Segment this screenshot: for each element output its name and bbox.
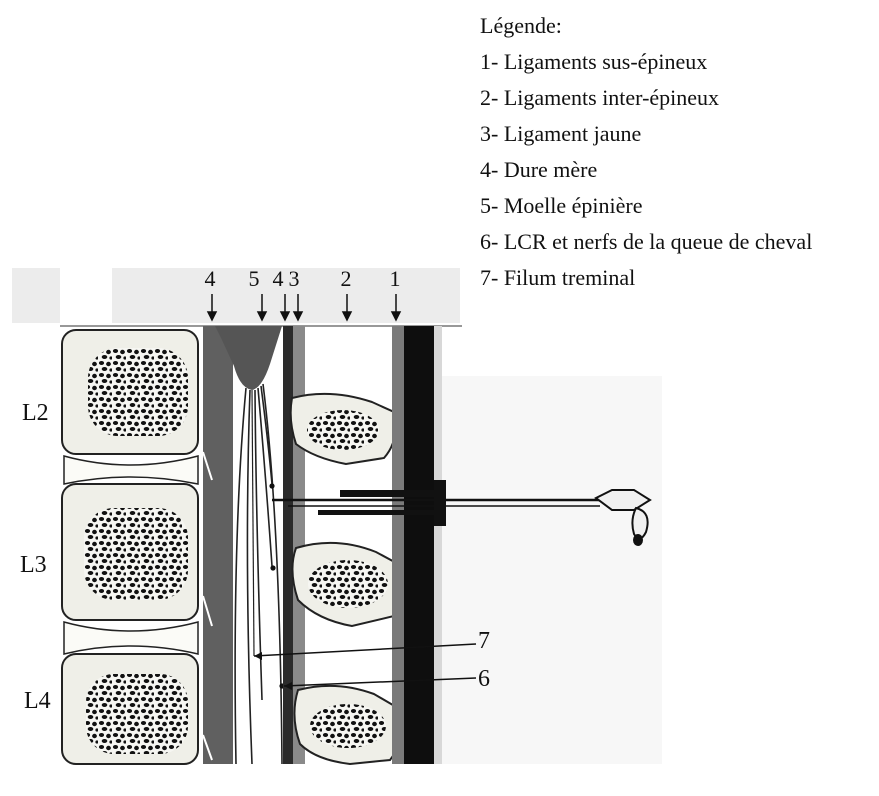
top-label-2: 2	[341, 266, 352, 291]
disc-l2-l3	[64, 456, 198, 484]
vertebra-label-l3: L3	[20, 552, 47, 578]
top-label-3: 3	[289, 266, 300, 291]
top-label-4-left: 4	[205, 266, 216, 291]
needle-hub-flange	[434, 480, 446, 526]
vertebra-labels: L2 L3 L4	[20, 400, 51, 714]
l2-cancellous-bone	[88, 348, 188, 436]
l4-cancellous-bone	[86, 674, 188, 754]
skin	[434, 326, 442, 764]
spinous-processes	[291, 394, 405, 764]
vertebra-label-l2: L2	[22, 400, 49, 426]
cauda-equina-nerves	[235, 384, 282, 764]
top-label-1: 1	[390, 266, 401, 291]
anterior-dura	[203, 326, 233, 764]
top-label-5: 5	[249, 266, 260, 291]
l3-cancellous-bone	[84, 508, 188, 600]
supraspinous-ligament	[404, 326, 434, 764]
pointer-label-6: 6	[478, 666, 490, 692]
vertebral-bodies	[62, 330, 198, 764]
pointer-label-7: 7	[478, 628, 490, 654]
vertebra-label-l4: L4	[24, 688, 51, 714]
csf-drop	[633, 534, 643, 546]
disc-l3-l4	[64, 622, 198, 654]
needle-guide	[340, 490, 440, 497]
interspinous-ligament	[392, 326, 404, 764]
top-label-4-right: 4	[273, 266, 284, 291]
posterior-dura	[283, 326, 293, 764]
